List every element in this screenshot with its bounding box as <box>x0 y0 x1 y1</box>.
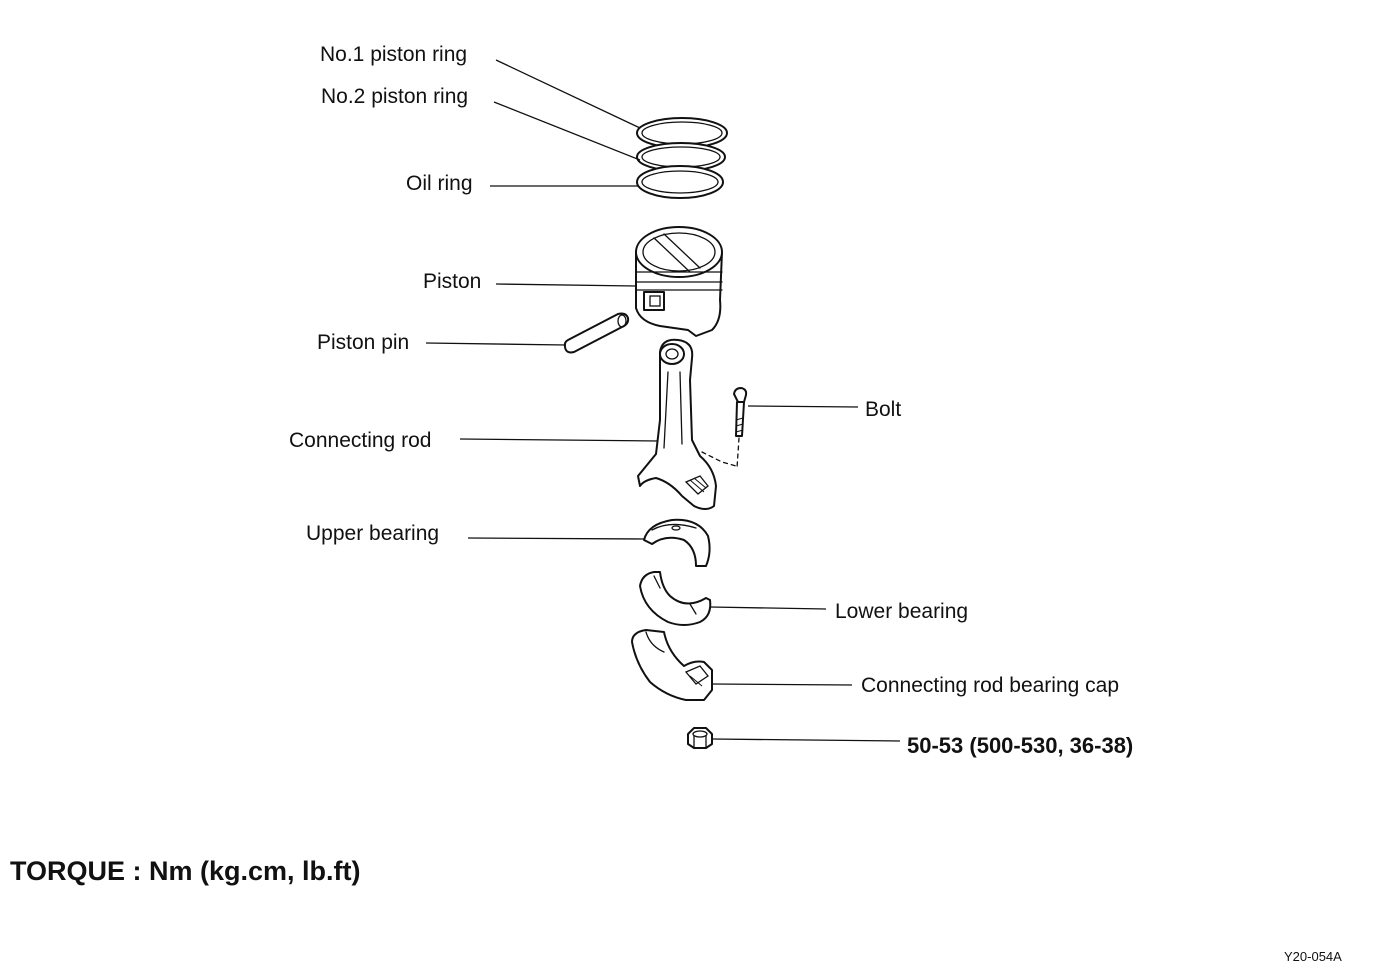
upper-bearing-part <box>643 518 711 567</box>
oil-ring-part <box>636 165 724 199</box>
nut-torque-label: 50-53 (500-530, 36-38) <box>907 733 1133 758</box>
bolt-leader <box>747 405 859 408</box>
no1-piston-ring-label: No.1 piston ring <box>320 43 467 66</box>
figure-code: Y20-054A <box>1284 949 1342 964</box>
upper-bearing-leader <box>467 537 645 540</box>
connecting-rod-part <box>637 338 737 510</box>
no2-piston-ring-leader <box>493 101 641 161</box>
torque-legend: TORQUE : Nm (kg.cm, lb.ft) <box>10 856 361 886</box>
bearing-cap-leader <box>711 683 853 686</box>
connecting-rod-label: Connecting rod <box>289 429 431 452</box>
bearing-cap-part <box>631 629 713 701</box>
bolt-part <box>733 387 748 469</box>
piston-part <box>635 226 723 337</box>
piston-pin-part <box>563 312 630 354</box>
upper-bearing-label: Upper bearing <box>306 522 439 545</box>
piston-label: Piston <box>423 270 481 293</box>
piston-pin-label: Piston pin <box>317 331 409 354</box>
oil-ring-label: Oil ring <box>406 172 473 195</box>
lower-bearing-part <box>639 571 712 626</box>
piston-pin-leader <box>425 342 567 346</box>
no2-piston-ring-label: No.2 piston ring <box>321 85 468 108</box>
bearing-cap-label: Connecting rod bearing cap <box>861 674 1119 697</box>
lower-bearing-leader <box>709 606 827 610</box>
bolt-label: Bolt <box>865 398 901 421</box>
lower-bearing-label: Lower bearing <box>835 600 968 623</box>
piston-leader <box>495 283 637 287</box>
no1-piston-ring-leader <box>495 59 641 129</box>
nut-leader <box>711 738 901 742</box>
connecting-rod-leader <box>459 438 659 442</box>
nut-part <box>687 727 713 749</box>
